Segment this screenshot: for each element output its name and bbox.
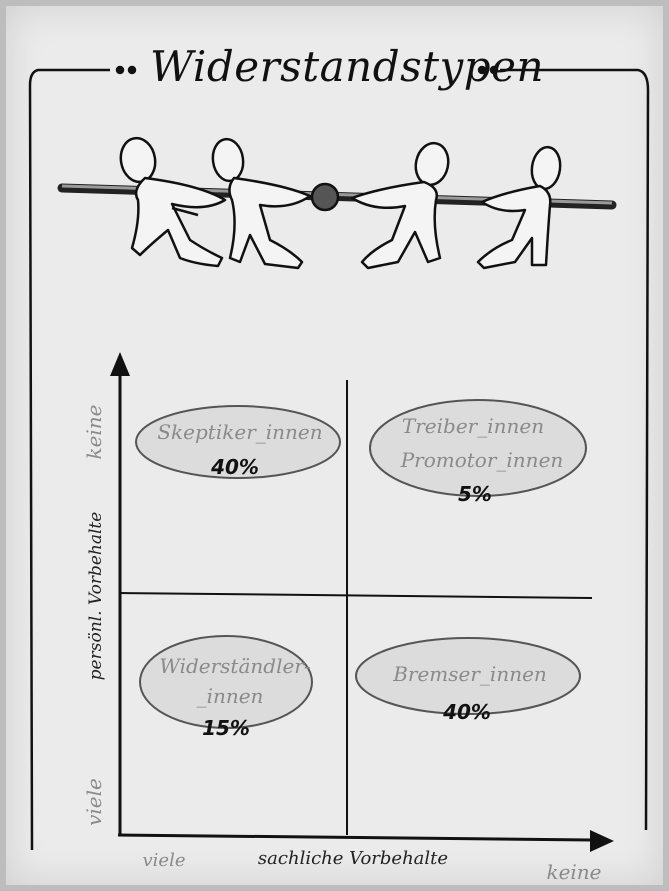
quadrant-top-left-name: Skeptiker_innen <box>150 420 330 444</box>
rope-knot <box>312 184 338 210</box>
quadrant-bottom-left-percent: 15% <box>186 716 266 740</box>
y-axis-title: persönl. Vorbehalte <box>86 486 106 706</box>
figure-4 <box>478 145 563 268</box>
x-axis-title: sachliche Vorbehalte <box>248 848 458 869</box>
x-axis-right-label: keine <box>534 860 614 884</box>
horizontal-divider <box>120 593 592 598</box>
title-dot-left-1 <box>117 67 123 73</box>
ellipse-bottom-left <box>140 636 312 728</box>
tug-of-war-illustration <box>62 135 612 268</box>
quadrant-top-right-name-line2: Promotor_innen <box>392 448 572 472</box>
page-title: Widerstandstypen <box>150 42 495 91</box>
figure-2 <box>210 137 310 268</box>
quadrant-bottom-right-name: Bremser_innen <box>380 662 560 686</box>
y-axis-arrowhead <box>110 352 130 376</box>
quadrant-bottom-left-name-line1: Widerständler- <box>150 654 320 678</box>
title-dot-left-2 <box>129 67 135 73</box>
quadrant-bottom-left-name-line2: _innen <box>180 684 280 708</box>
quadrant-bottom-right-percent: 40% <box>432 700 502 724</box>
y-axis-bottom-label: viele <box>82 772 106 832</box>
x-axis-left-label: viele <box>134 850 194 871</box>
quadrant-top-right-name-line1: Treiber_innen <box>388 414 558 438</box>
y-axis-top-label: keine <box>82 402 106 462</box>
quadrant-top-left-percent: 40% <box>200 455 270 479</box>
x-axis-arrowhead <box>590 830 614 852</box>
figure-1 <box>117 135 225 266</box>
x-axis-line <box>118 835 592 840</box>
quadrant-top-right-percent: 5% <box>440 482 510 506</box>
